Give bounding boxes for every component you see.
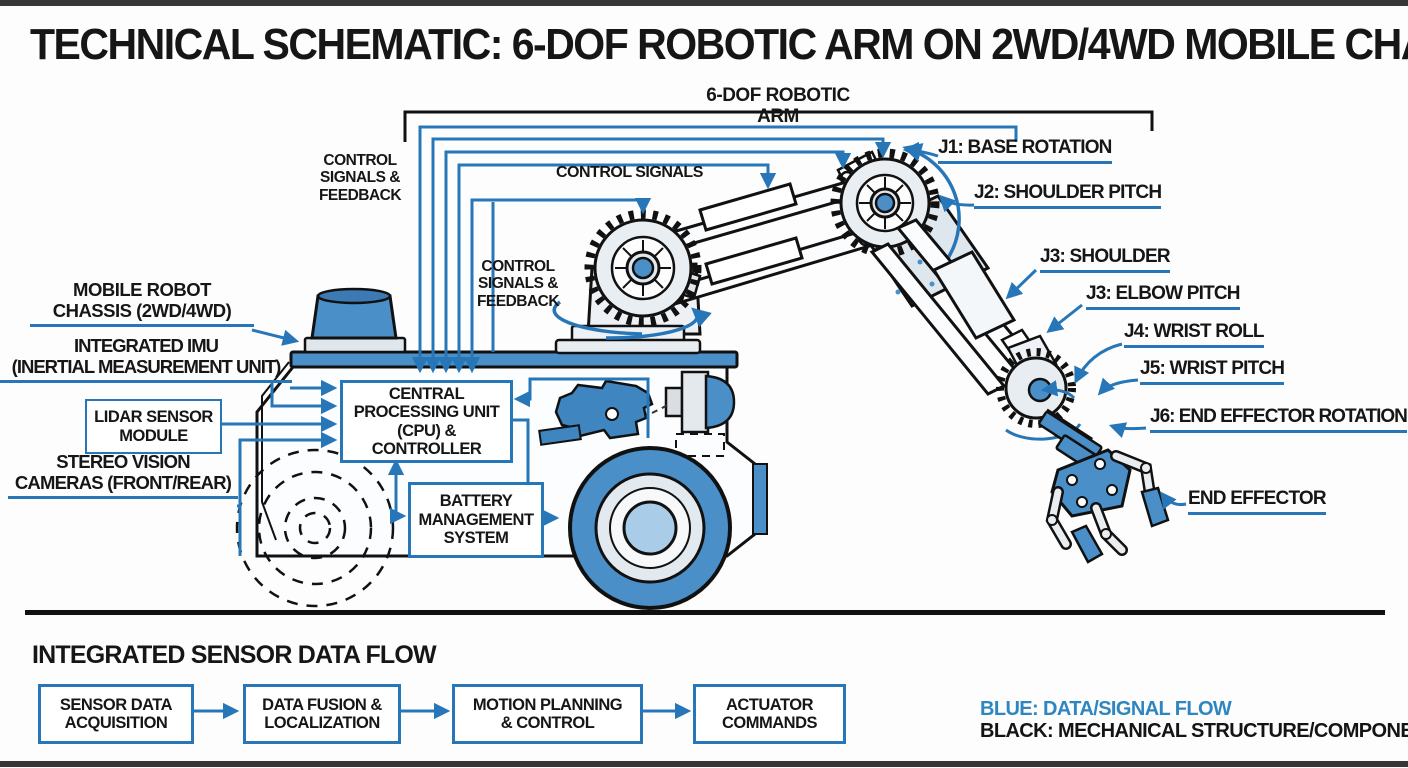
battery-management-box: BATTERY MANAGEMENT SYSTEM bbox=[408, 482, 544, 558]
label-stereo-cameras: STEREO VISION CAMERAS (FRONT/REAR) bbox=[8, 451, 238, 500]
flow-step-label: MOTION PLANNING & CONTROL bbox=[472, 695, 623, 732]
sensor-data-flow-heading: INTEGRATED SENSOR DATA FLOW bbox=[32, 641, 437, 669]
label-j3-shoulder: J3: SHOULDER bbox=[1040, 246, 1171, 274]
arm-bracket-label: 6-DOF ROBOTIC ARM bbox=[706, 85, 850, 128]
label-j6-end-effector-rotation: J6: END EFFECTOR ROTATION bbox=[1150, 406, 1408, 434]
end-effector bbox=[1038, 408, 1170, 564]
left-wheel-dashed bbox=[235, 448, 395, 608]
flow-step-motion-planning: MOTION PLANNING & CONTROL bbox=[452, 684, 643, 744]
bottom-border-strip bbox=[0, 761, 1408, 767]
flow-step-label: ACTUATOR COMMANDS bbox=[722, 695, 818, 732]
rear-plate bbox=[752, 463, 768, 535]
fingertip-right bbox=[1140, 486, 1170, 528]
j1-rotation-arc bbox=[902, 143, 961, 259]
right-wheel bbox=[568, 446, 732, 610]
leader-j4 bbox=[1074, 342, 1123, 384]
ground-line bbox=[25, 610, 1385, 615]
battery-management-label: BATTERY MANAGEMENT SYSTEM bbox=[418, 492, 534, 548]
label-j1-base-rotation: J1: BASE ROTATION bbox=[938, 137, 1112, 165]
imu-leader-line bbox=[261, 361, 290, 541]
page-title: TECHNICAL SCHEMATIC: 6-DOF ROBOTIC ARM O… bbox=[30, 20, 1408, 69]
legend-black: BLACK: MECHANICAL STRUCTURE/COMPONENTS bbox=[980, 720, 1408, 742]
cpu-controller-label: CENTRAL PROCESSING UNIT (CPU) & CONTROLL… bbox=[353, 384, 500, 458]
drive-motor bbox=[538, 379, 654, 446]
label-j2-shoulder-pitch: J2: SHOULDER PITCH bbox=[974, 182, 1162, 210]
wrist-pitch-arc bbox=[1040, 380, 1076, 400]
leader-j1 bbox=[902, 141, 939, 159]
control-signals-feedback-left-label: CONTROL SIGNALS & FEEDBACK bbox=[318, 152, 402, 204]
flow-step-actuator-commands: ACTUATOR COMMANDS bbox=[693, 684, 846, 744]
label-j4-wrist-roll: J4: WRIST ROLL bbox=[1124, 321, 1265, 349]
lidar-sensor bbox=[303, 287, 407, 354]
control-signals-feedback-mid-label: CONTROL SIGNALS & FEEDBACK bbox=[476, 258, 560, 310]
label-end-effector: END EFFECTOR bbox=[1188, 488, 1327, 516]
wrist-joint bbox=[996, 334, 1076, 428]
signal-wiring bbox=[191, 110, 1187, 720]
label-integrated-imu: INTEGRATED IMU (INERTIAL MEASUREMENT UNI… bbox=[0, 335, 292, 384]
arm-bracket bbox=[403, 110, 1154, 142]
leader-j3a bbox=[1005, 268, 1038, 300]
top-border-strip bbox=[0, 0, 1408, 6]
legend-blue: BLUE: DATA/SIGNAL FLOW bbox=[980, 698, 1232, 720]
leader-j2 bbox=[938, 194, 975, 213]
flow-step-label: DATA FUSION & LOCALIZATION bbox=[262, 695, 382, 732]
label-j3-elbow-pitch: J3: ELBOW PITCH bbox=[1086, 283, 1241, 311]
leader-j6 bbox=[1108, 422, 1147, 438]
label-j5-wrist-pitch: J5: WRIST PITCH bbox=[1140, 358, 1285, 386]
control-signals-label: CONTROL SIGNALS bbox=[556, 164, 703, 181]
forearm bbox=[869, 218, 1043, 396]
flow-step-sensor-acquisition: SENSOR DATA ACQUISITION bbox=[38, 684, 194, 744]
leader-j3b bbox=[1046, 303, 1083, 334]
flow-step-data-fusion: DATA FUSION & LOCALIZATION bbox=[243, 684, 401, 744]
gripper-fingers bbox=[1045, 450, 1156, 556]
flow-step-label: SENSOR DATA ACQUISITION bbox=[59, 695, 173, 732]
front-camera bbox=[651, 370, 736, 434]
cpu-controller-box: CENTRAL PROCESSING UNIT (CPU) & CONTROLL… bbox=[340, 380, 513, 463]
leader-j5 bbox=[1097, 377, 1139, 396]
leader-end-effector bbox=[1159, 491, 1187, 510]
fingertip-left bbox=[1070, 524, 1104, 564]
label-mobile-chassis: MOBILE ROBOT CHASSIS (2WD/4WD) bbox=[30, 279, 254, 328]
lidar-module-label: LIDAR SENSOR MODULE bbox=[94, 408, 213, 445]
lidar-module-box: LIDAR SENSOR MODULE bbox=[85, 399, 222, 454]
suspension-bracket bbox=[675, 433, 725, 457]
